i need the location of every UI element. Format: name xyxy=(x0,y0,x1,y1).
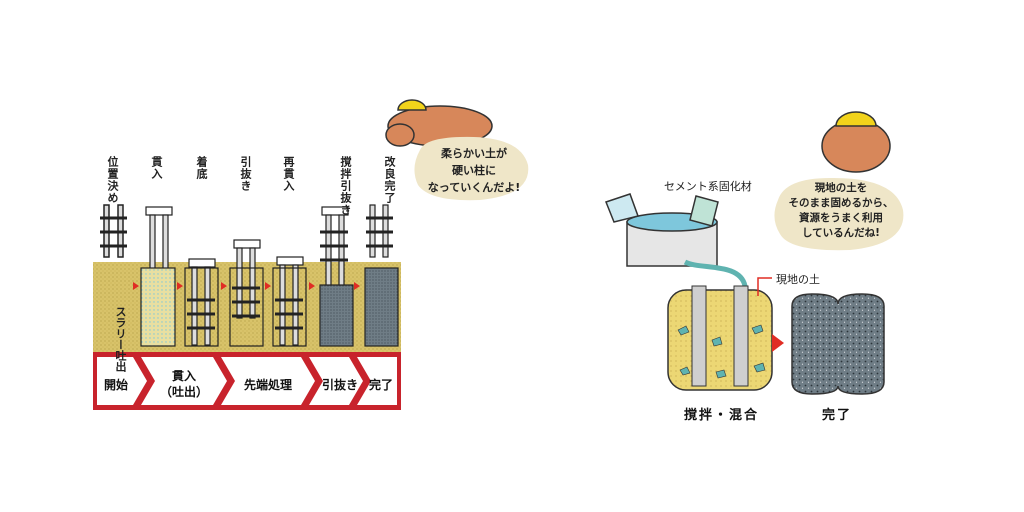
mole-character-left xyxy=(385,99,493,147)
step-label-repenetration: 再貫入 xyxy=(282,156,295,192)
step-label-bottom: 着底 xyxy=(195,156,208,180)
rig-positioning xyxy=(100,204,127,258)
slurry-label: スラリー吐出 xyxy=(114,306,127,372)
step-label-pullout: 引抜き xyxy=(239,156,252,192)
phase-complete: 完了 xyxy=(368,378,393,392)
pour-cups xyxy=(605,193,719,227)
soil-pointer xyxy=(757,277,772,296)
rig-repenetration xyxy=(272,256,307,347)
process-arrow-bar xyxy=(93,352,401,410)
step-arrows xyxy=(133,282,360,290)
phase-penetration-label: 貫入 xyxy=(171,369,196,383)
speech-line-left-2: 硬い柱に xyxy=(452,164,496,177)
phase-penetration-sub: （吐出） xyxy=(159,385,208,399)
speech-bubble-left xyxy=(414,136,529,201)
phase-start: 開始 xyxy=(103,378,128,392)
cement-label: セメント系固化材 xyxy=(664,180,752,193)
rig-bottom xyxy=(184,258,219,347)
done-label: 完了 xyxy=(822,408,853,423)
speech-text-left: 柔らかい土が 硬い柱に なっていくんだよ! xyxy=(424,145,524,196)
phase-pullout: 引抜き xyxy=(321,378,358,392)
phase-penetration: 貫入 （吐出） xyxy=(154,368,214,400)
speech-line-right-3: 資源をうまく利用 xyxy=(799,212,883,224)
soil-label: 現地の土 xyxy=(776,273,820,286)
speech-line-left-3: なっていくんだよ! xyxy=(427,181,521,194)
step-label-position: 位置決め xyxy=(106,156,119,204)
rig-mixing-pullout xyxy=(319,206,354,347)
speech-bubble-right xyxy=(774,177,904,251)
cement-hose xyxy=(683,259,748,287)
speech-text-right: 現地の土を そのまま固めるから、 資源をうまく利用 しているんだね! xyxy=(782,181,900,241)
step-label-mixing-pullout: 撹拌引抜き xyxy=(339,156,352,216)
mole-character-right xyxy=(821,111,891,173)
speech-line-right-2: そのまま固めるから、 xyxy=(788,197,894,209)
transition-arrow xyxy=(772,334,784,352)
mixing-columns xyxy=(667,285,773,391)
soil-layer xyxy=(93,262,401,352)
speech-line-right-4: しているんだね! xyxy=(802,227,880,239)
rig-penetration xyxy=(140,206,176,347)
step-label-complete: 改良完了 xyxy=(383,156,396,204)
step-label-penetration: 貫入 xyxy=(150,156,163,180)
finished-columns xyxy=(791,293,885,395)
speech-line-left-1: 柔らかい土が xyxy=(441,147,507,160)
speech-line-right-1: 現地の土を xyxy=(814,182,868,194)
rig-pullout xyxy=(229,239,264,347)
rig-complete xyxy=(364,204,399,347)
mixing-label: 撹拌・混合 xyxy=(684,408,760,423)
phase-tip-treatment: 先端処理 xyxy=(243,378,292,392)
